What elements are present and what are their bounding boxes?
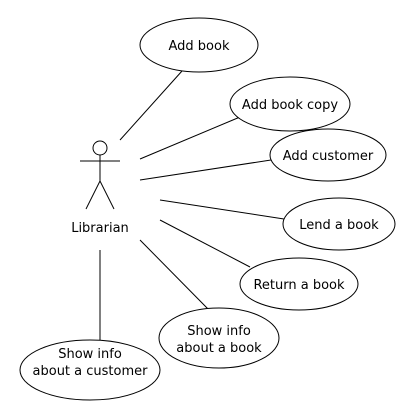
use-case-add-book-ellipse <box>139 17 259 73</box>
actor-librarian: Librarian <box>71 140 129 236</box>
actor-head <box>92 140 108 156</box>
use-case-show-info-book: Show info about a book <box>158 307 280 369</box>
association-lend-book <box>159 199 285 220</box>
use-case-show-info-book-label-line1: Show info <box>187 324 251 339</box>
use-case-add-customer-label: Add customer <box>283 149 374 164</box>
use-case-show-info-book-label-line2: about a book <box>176 341 262 356</box>
use-case-lend-book-ellipse <box>282 197 396 251</box>
use-case-add-book-label: Add book <box>169 39 230 54</box>
use-case-show-info-customer-ellipse <box>19 339 161 401</box>
use-case-lend-book-label: Lend a book <box>299 218 379 233</box>
use-case-add-book-copy-label: Add book copy <box>242 98 338 113</box>
actor-label: Librarian <box>71 221 129 236</box>
use-case-return-book-label: Return a book <box>253 278 345 293</box>
actor-left-leg <box>85 180 101 210</box>
use-case-add-book-copy-ellipse <box>229 76 351 132</box>
use-case-show-info-book-ellipse <box>158 307 280 369</box>
use-case-return-book-ellipse <box>239 257 359 311</box>
use-case-add-book-copy: Add book copy <box>229 76 351 132</box>
association-add-book-copy <box>139 116 241 160</box>
use-case-add-book: Add book <box>139 17 259 73</box>
association-show-info-book <box>139 239 211 312</box>
association-add-book <box>119 70 183 141</box>
use-case-return-book: Return a book <box>239 257 359 311</box>
associations <box>99 70 285 341</box>
association-add-customer <box>139 159 272 181</box>
use-case-add-customer: Add customer <box>269 128 387 182</box>
use-case-show-info-customer-label-line2: about a customer <box>33 364 149 379</box>
actor-right-leg <box>99 180 115 210</box>
use-case-show-info-customer-label-line1: Show info <box>58 347 122 362</box>
use-case-show-info-customer: Show info about a customer <box>19 339 161 401</box>
association-return-book <box>159 219 251 268</box>
use-case-lend-book: Lend a book <box>282 197 396 251</box>
use-case-add-customer-ellipse <box>269 128 387 182</box>
